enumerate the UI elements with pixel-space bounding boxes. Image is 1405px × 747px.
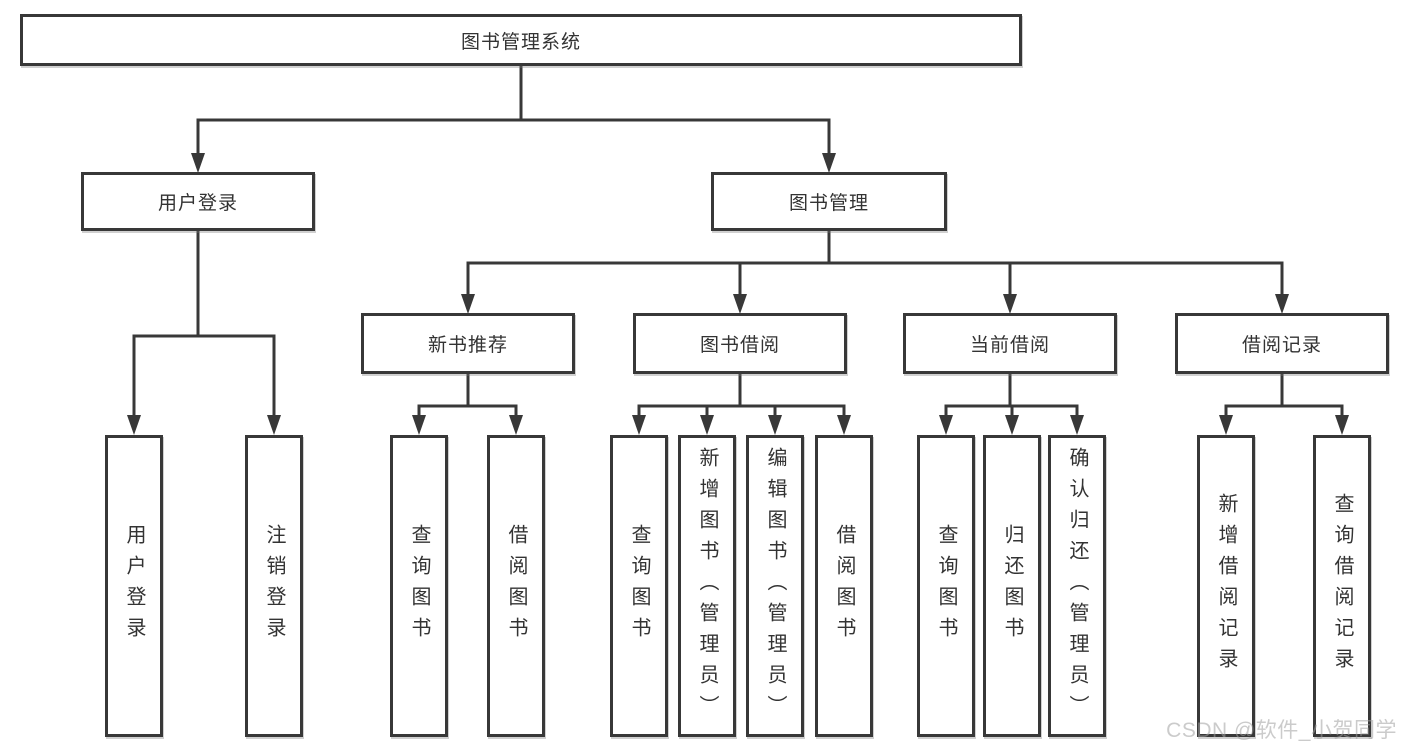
leaf-confirm-return-admin-label: 确认归还（管理员） [1066,446,1088,726]
node-library-system: 图书管理系统 [20,14,1022,66]
leaf-query-books-current-label: 查询图书 [935,524,957,648]
watermark: CSDN @软件_小贺同学 [1166,719,1397,742]
leaf-user-login: 用户登录 [105,435,163,737]
leaf-edit-book-admin: 编辑图书（管理员） [746,435,804,737]
node-new-book-recommendation: 新书推荐 [361,313,575,374]
leaf-query-books-current: 查询图书 [917,435,975,737]
node-book-management: 图书管理 [711,172,947,231]
node-current-borrowing-label: 当前借阅 [969,335,1050,356]
node-borrowing-records-label: 借阅记录 [1241,335,1322,356]
leaf-query-borrow-record-label: 查询借阅记录 [1331,493,1353,679]
leaf-logout: 注销登录 [245,435,303,737]
leaf-query-books-recommend: 查询图书 [390,435,448,737]
node-book-management-label: 图书管理 [788,193,869,214]
leaf-add-borrow-record: 新增借阅记录 [1197,435,1255,737]
node-book-borrowing-label: 图书借阅 [699,335,780,356]
leaf-return-books-label: 归还图书 [1001,524,1023,648]
leaf-user-login-label: 用户登录 [123,524,145,648]
leaf-query-borrow-record: 查询借阅记录 [1313,435,1371,737]
node-new-book-recommendation-label: 新书推荐 [427,335,508,356]
leaf-logout-label: 注销登录 [263,524,285,648]
leaf-edit-book-admin-label: 编辑图书（管理员） [764,446,786,726]
leaf-borrow-books-borrowing: 借阅图书 [815,435,873,737]
leaf-query-books-borrowing-label: 查询图书 [628,524,650,648]
node-user-login: 用户登录 [81,172,315,231]
leaf-add-book-admin-label: 新增图书（管理员） [696,446,718,726]
node-user-login-label: 用户登录 [157,193,238,214]
leaf-borrow-books-recommend-label: 借阅图书 [505,524,527,648]
leaf-confirm-return-admin: 确认归还（管理员） [1048,435,1106,737]
leaf-add-book-admin: 新增图书（管理员） [678,435,736,737]
leaf-query-books-recommend-label: 查询图书 [408,524,430,648]
leaf-borrow-books-recommend: 借阅图书 [487,435,545,737]
leaf-borrow-books-borrowing-label: 借阅图书 [833,524,855,648]
leaf-return-books: 归还图书 [983,435,1041,737]
node-book-borrowing: 图书借阅 [633,313,847,374]
node-current-borrowing: 当前借阅 [903,313,1117,374]
node-borrowing-records: 借阅记录 [1175,313,1389,374]
leaf-query-books-borrowing: 查询图书 [610,435,668,737]
leaf-add-borrow-record-label: 新增借阅记录 [1215,493,1237,679]
node-library-system-label: 图书管理系统 [460,31,581,53]
